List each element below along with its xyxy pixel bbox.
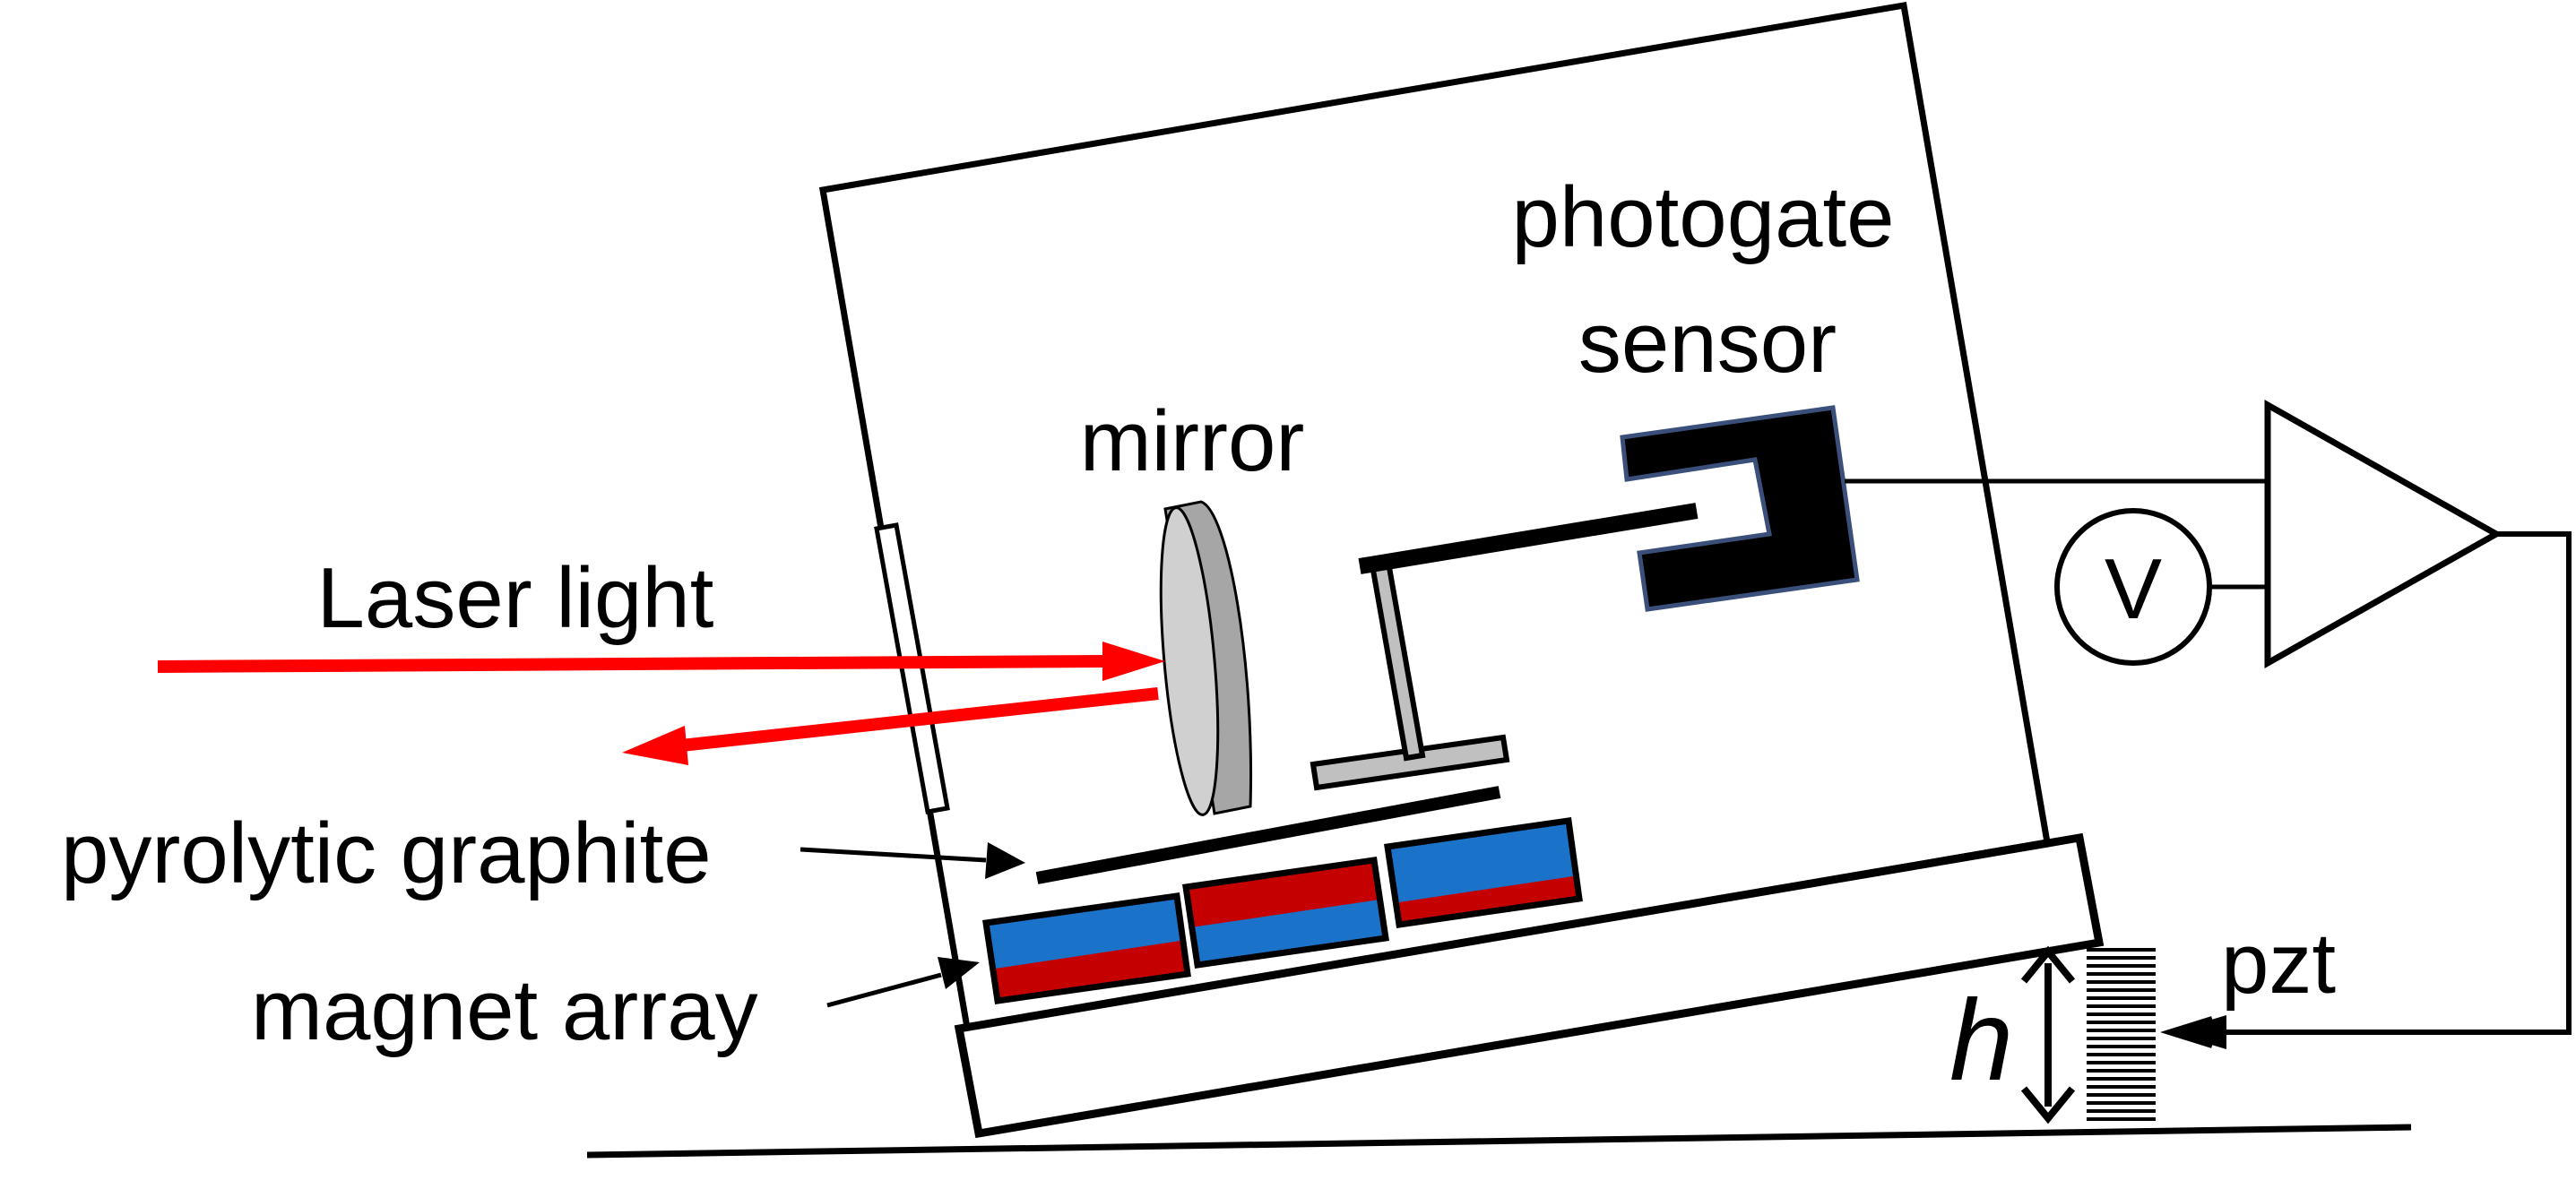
- mirror-label: mirror: [1080, 393, 1305, 489]
- pyrolytic-graphite-plate: [1035, 786, 1501, 884]
- magnet-array-label: magnet array: [251, 962, 758, 1058]
- laser-beams: [157, 642, 1165, 765]
- height-arrow: [2020, 945, 2076, 1124]
- voltmeter-circle: [2054, 508, 2212, 666]
- laser-reflected: [680, 687, 1159, 752]
- voltmeter-label: V: [2105, 541, 2162, 637]
- graphite-callout-line: [800, 847, 987, 863]
- photogate-label-line1: photogate: [1511, 169, 1894, 265]
- magnet-callout-line: [826, 972, 942, 1008]
- pzt-stack: [2087, 948, 2156, 1121]
- amplifier-triangle: [2264, 400, 2503, 668]
- mirror: [1159, 500, 1252, 816]
- ground-line: [586, 1124, 2412, 1159]
- pyrolytic-graphite-label: pyrolytic graphite: [61, 806, 712, 901]
- magnet-1: [986, 896, 1188, 1001]
- laser-incoming: [157, 655, 1103, 673]
- base-platform: [954, 832, 2105, 1139]
- photogate-sensor: [1620, 405, 1860, 612]
- height-label: h: [1949, 977, 2013, 1105]
- pzt-label: pzt: [2221, 916, 2336, 1012]
- laser-light-label: Laser light: [317, 550, 714, 646]
- magnet-array: [982, 817, 1583, 1004]
- photogate-label-line2: sensor: [1578, 295, 1837, 391]
- mirror-stand: [1310, 503, 1699, 791]
- callout-arrows: [800, 842, 1025, 1008]
- feedback-circuit: [1845, 400, 2572, 1049]
